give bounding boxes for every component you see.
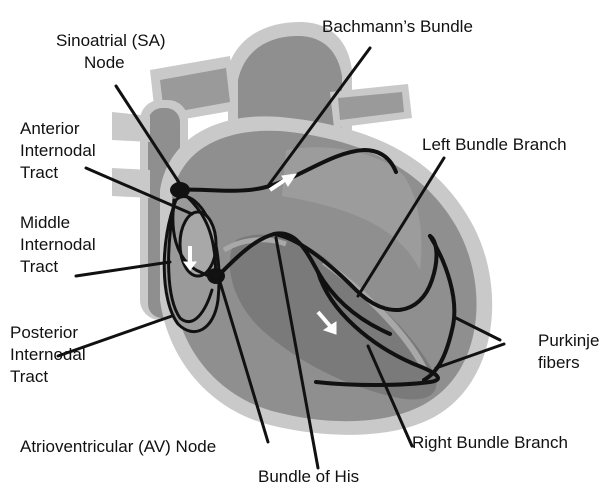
label-bachmann: Bachmann’s Bundle: [322, 16, 473, 38]
label-right-bundle: Right Bundle Branch: [412, 432, 568, 454]
label-sa-node: Sinoatrial (SA) Node: [56, 30, 166, 74]
label-posterior: Posterior Internodal Tract: [10, 322, 86, 388]
label-middle: Middle Internodal Tract: [20, 212, 96, 278]
label-purkinje: Purkinje fibers: [538, 330, 599, 374]
av-node-mark: [207, 268, 225, 284]
label-his: Bundle of His: [258, 466, 359, 488]
label-anterior: Anterior Internodal Tract: [20, 118, 96, 184]
label-left-bundle: Left Bundle Branch: [422, 134, 567, 156]
label-av-node: Atrioventricular (AV) Node: [20, 436, 216, 458]
